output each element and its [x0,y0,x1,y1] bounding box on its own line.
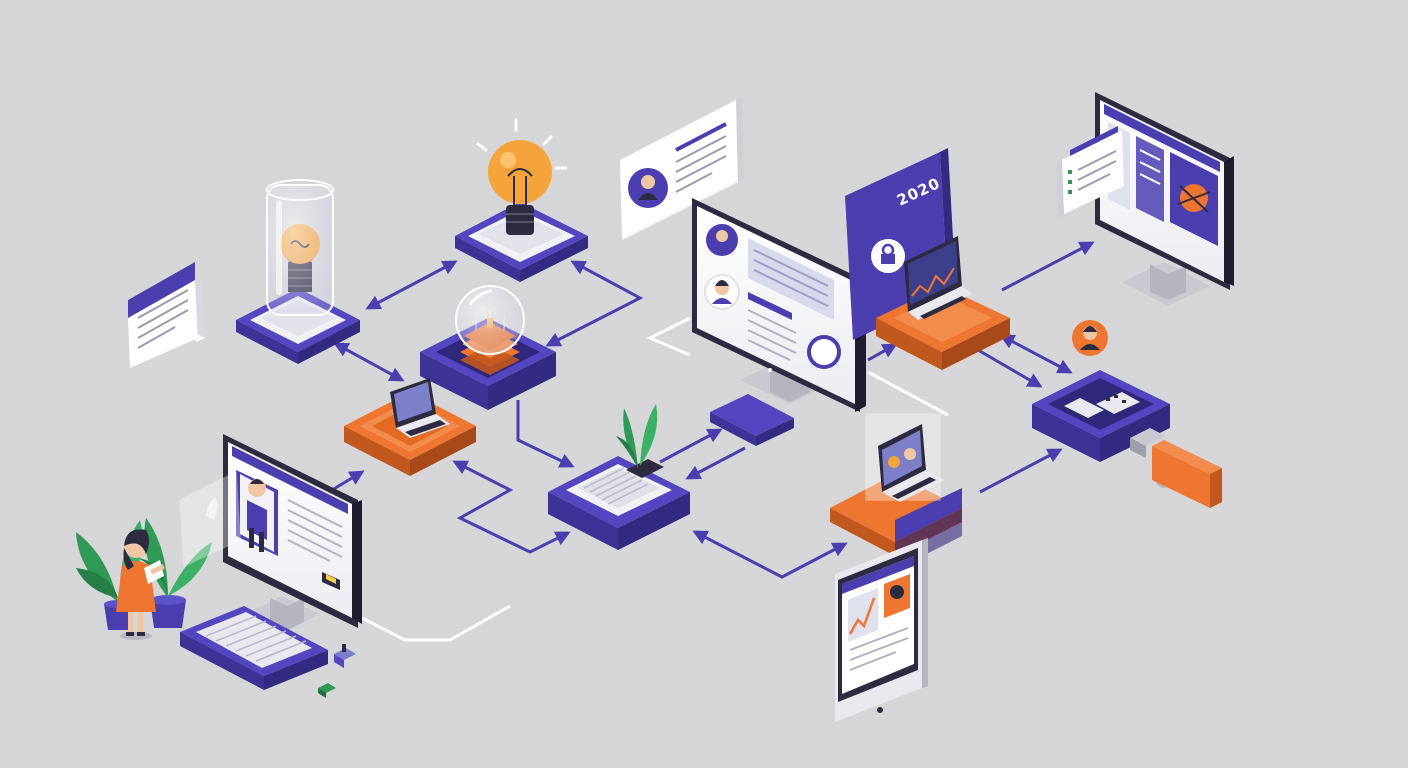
arrow-laptop-loop [452,460,571,554]
right-chat-window [1056,126,1124,218]
avatar-marker [1072,320,1108,356]
stack-platform [420,285,556,410]
arrow-bottom-loop [692,530,848,579]
center-keypad [710,394,794,446]
chart-tablet [904,236,972,320]
bottom-tablet [835,538,928,722]
lightbulb-icon [476,118,568,235]
left-monitor [223,434,362,630]
center-monitor [692,198,866,412]
desk-items [318,644,356,698]
device-box [1032,370,1170,462]
arrow-monitor-to-tablet [867,343,898,362]
video-call-laptop [865,413,944,502]
laptop-icon [390,378,450,438]
usb-plug [1130,428,1222,508]
arrow-cube-to-keyboard [516,400,575,468]
chat-bubble-left [128,262,205,368]
arrow-tablet-to-monitor [1001,241,1095,292]
profile-card [620,96,744,240]
white-paths [359,316,949,642]
arrow-laptop-to-box [979,448,1063,494]
arrow-keyboard-to-monitor-a [659,428,723,464]
arrow-bulb-to-cube [545,260,644,347]
arrow-monitor-to-laptop [331,470,365,492]
plant-icon [616,404,658,468]
left-keyboard [180,606,328,690]
lightbulb-jar [266,179,334,316]
hand-glass-panel [179,470,241,568]
keyboard-platform [548,456,690,550]
arrow-bulb-to-jar [365,260,458,310]
arrow-tablet-to-box-a [999,334,1073,374]
right-monitor [1095,92,1234,306]
arrow-tablet-to-box-b [977,348,1043,388]
woman-figure [116,529,165,640]
connector-lines [331,241,1095,579]
arrow-jar-to-laptop [333,342,405,382]
laptop-platform-right [830,474,962,570]
arrow-keyboard-to-monitor-b [685,446,746,480]
